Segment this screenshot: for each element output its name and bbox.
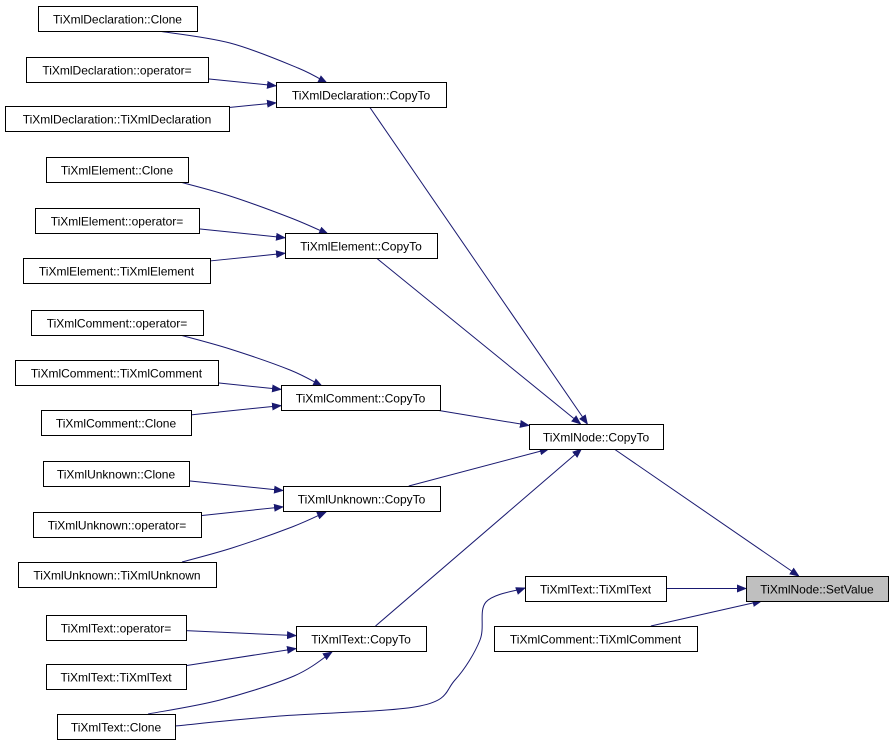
node-box	[529, 424, 664, 450]
node-tixmltext-clone[interactable]: TiXmlText::Clone	[57, 714, 176, 740]
edge-elem-copy-to-node-copy	[376, 257, 582, 425]
node-tixmldeclaration-clone[interactable]: TiXmlDeclaration::Clone	[38, 6, 198, 32]
node-tixmltext-tixmltext[interactable]: TiXmlText::TiXmlText	[525, 576, 667, 602]
node-label: TiXmlText::operator=	[61, 622, 172, 636]
edge-unk-ctor-to-unk-copy	[181, 511, 327, 563]
node-tixmlunknown-copyto[interactable]: TiXmlUnknown::CopyTo	[283, 486, 441, 512]
edge-elem-clone-to-elem-copy	[179, 181, 329, 235]
edge-node-copy-to-setvalue	[613, 448, 800, 577]
node-box	[276, 82, 447, 108]
node-box	[35, 208, 200, 234]
edge-comm-op-to-comm-copy	[179, 334, 323, 387]
node-tixmltext-tixmltext[interactable]: TiXmlText::TiXmlText	[46, 664, 187, 690]
node-label: TiXmlUnknown::TiXmlUnknown	[33, 569, 200, 583]
node-tixmlelement-clone[interactable]: TiXmlElement::Clone	[46, 157, 189, 183]
node-label: TiXmlDeclaration::operator=	[42, 64, 191, 78]
node-box	[525, 576, 667, 602]
edge-decl-copy-to-node-copy	[369, 106, 588, 425]
edge-decl-ctor-to-decl-copy	[228, 99, 277, 108]
node-label: TiXmlElement::CopyTo	[300, 240, 422, 254]
edge-comm-copy-to-node-copy	[435, 409, 530, 428]
node-label: TiXmlComment::Clone	[56, 417, 177, 431]
node-box	[494, 626, 698, 652]
edge-text-clone-to-text-ctor-r	[174, 587, 526, 727]
node-box	[46, 615, 187, 641]
edge-comm-clone-to-comm-copy	[190, 402, 282, 416]
edge-unk-clone-to-unk-copy	[188, 480, 284, 494]
node-tixmlnode-copyto[interactable]: TiXmlNode::CopyTo	[529, 424, 664, 450]
node-box	[46, 664, 187, 690]
node-label: TiXmlUnknown::Clone	[57, 468, 176, 482]
node-tixmlnode-setvalue[interactable]: TiXmlNode::SetValue	[746, 576, 889, 602]
node-label: TiXmlElement::Clone	[61, 164, 174, 178]
node-box	[18, 562, 217, 588]
edge-text-op-to-text-copy	[185, 630, 297, 640]
node-tixmlunknown-tixmlunknown[interactable]: TiXmlUnknown::TiXmlUnknown	[18, 562, 217, 588]
node-box	[296, 626, 427, 652]
node-box	[5, 106, 230, 132]
node-label: TiXmlElement::operator=	[51, 215, 184, 229]
node-label: TiXmlNode::SetValue	[760, 583, 874, 597]
node-label: TiXmlComment::operator=	[47, 317, 188, 331]
node-box	[281, 385, 441, 411]
edge-elem-op-to-elem-copy	[198, 228, 286, 241]
node-box	[46, 157, 189, 183]
node-label: TiXmlText::TiXmlText	[60, 671, 172, 685]
node-label: TiXmlDeclaration::TiXmlDeclaration	[23, 113, 212, 127]
edge-text-copy-to-node-copy	[375, 448, 583, 627]
edge-elem-ctor-to-elem-copy	[209, 250, 286, 262]
edge-comm-ctor-to-comm-copy	[217, 382, 282, 393]
node-box	[746, 576, 889, 602]
node-tixmltext-operator[interactable]: TiXmlText::operator=	[46, 615, 187, 641]
node-tixmlcomment-copyto[interactable]: TiXmlComment::CopyTo	[281, 385, 441, 411]
node-tixmlelement-copyto[interactable]: TiXmlElement::CopyTo	[285, 233, 438, 259]
node-label: TiXmlComment::TiXmlComment	[31, 367, 203, 381]
node-tixmldeclaration-copyto[interactable]: TiXmlDeclaration::CopyTo	[276, 82, 447, 108]
node-box	[285, 233, 438, 259]
node-tixmlcomment-clone[interactable]: TiXmlComment::Clone	[41, 410, 192, 436]
node-tixmlelement-tixmlelement[interactable]: TiXmlElement::TiXmlElement	[23, 258, 211, 284]
node-tixmlcomment-tixmlcomment[interactable]: TiXmlComment::TiXmlComment	[494, 626, 698, 652]
node-tixmlunknown-operator[interactable]: TiXmlUnknown::operator=	[33, 512, 202, 538]
node-box	[33, 512, 202, 538]
edge-text-ctor-to-text-copy	[185, 646, 297, 667]
node-tixmltext-copyto[interactable]: TiXmlText::CopyTo	[296, 626, 427, 652]
node-tixmlelement-operator[interactable]: TiXmlElement::operator=	[35, 208, 200, 234]
node-label: TiXmlDeclaration::CopyTo	[292, 89, 431, 103]
node-label: TiXmlElement::TiXmlElement	[39, 265, 195, 279]
node-box	[43, 461, 190, 487]
node-label: TiXmlDeclaration::Clone	[53, 13, 182, 27]
node-box	[15, 360, 219, 386]
node-label: TiXmlComment::CopyTo	[296, 392, 426, 406]
edge-text-clone-to-text-copy	[147, 651, 333, 715]
nodes-layer: TiXmlDeclaration::CloneTiXmlDeclaration:…	[5, 6, 889, 740]
node-label: TiXmlText::CopyTo	[311, 633, 411, 647]
edge-comm-ctor-r-to-setvalue	[650, 599, 763, 627]
node-tixmlcomment-operator[interactable]: TiXmlComment::operator=	[31, 310, 204, 336]
node-box	[23, 258, 211, 284]
node-label: TiXmlUnknown::CopyTo	[298, 493, 426, 507]
node-box	[31, 310, 204, 336]
node-box	[26, 57, 209, 83]
edge-unk-copy-to-node-copy	[408, 447, 550, 487]
edge-decl-clone-to-decl-copy	[157, 30, 328, 84]
edge-decl-op-to-decl-copy	[207, 78, 277, 89]
node-label: TiXmlComment::TiXmlComment	[510, 633, 682, 647]
node-tixmldeclaration-operator[interactable]: TiXmlDeclaration::operator=	[26, 57, 209, 83]
node-box	[38, 6, 198, 32]
node-tixmlcomment-tixmlcomment[interactable]: TiXmlComment::TiXmlComment	[15, 360, 219, 386]
node-box	[41, 410, 192, 436]
node-tixmldeclaration-tixmldeclaration[interactable]: TiXmlDeclaration::TiXmlDeclaration	[5, 106, 230, 132]
node-tixmlunknown-clone[interactable]: TiXmlUnknown::Clone	[43, 461, 190, 487]
edge-unk-op-to-unk-copy	[200, 503, 284, 517]
node-box	[57, 714, 176, 740]
node-label: TiXmlText::Clone	[71, 721, 162, 735]
node-label: TiXmlUnknown::operator=	[48, 519, 187, 533]
node-label: TiXmlText::TiXmlText	[540, 583, 652, 597]
node-label: TiXmlNode::CopyTo	[543, 431, 650, 445]
edges-layer	[147, 30, 800, 727]
node-box	[283, 486, 441, 512]
